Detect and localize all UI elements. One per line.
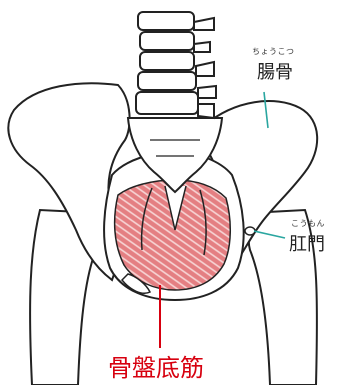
ilium-ruby: ちょうこつ	[252, 46, 295, 57]
anus-opening	[245, 227, 255, 235]
pelvic-floor-label: 骨盤底筋	[108, 348, 204, 383]
anus-ruby: こうもん	[291, 218, 325, 229]
ilium-label: 腸骨	[257, 58, 293, 84]
anus-label: 肛門	[289, 230, 325, 256]
lumbar-spine	[136, 12, 216, 118]
